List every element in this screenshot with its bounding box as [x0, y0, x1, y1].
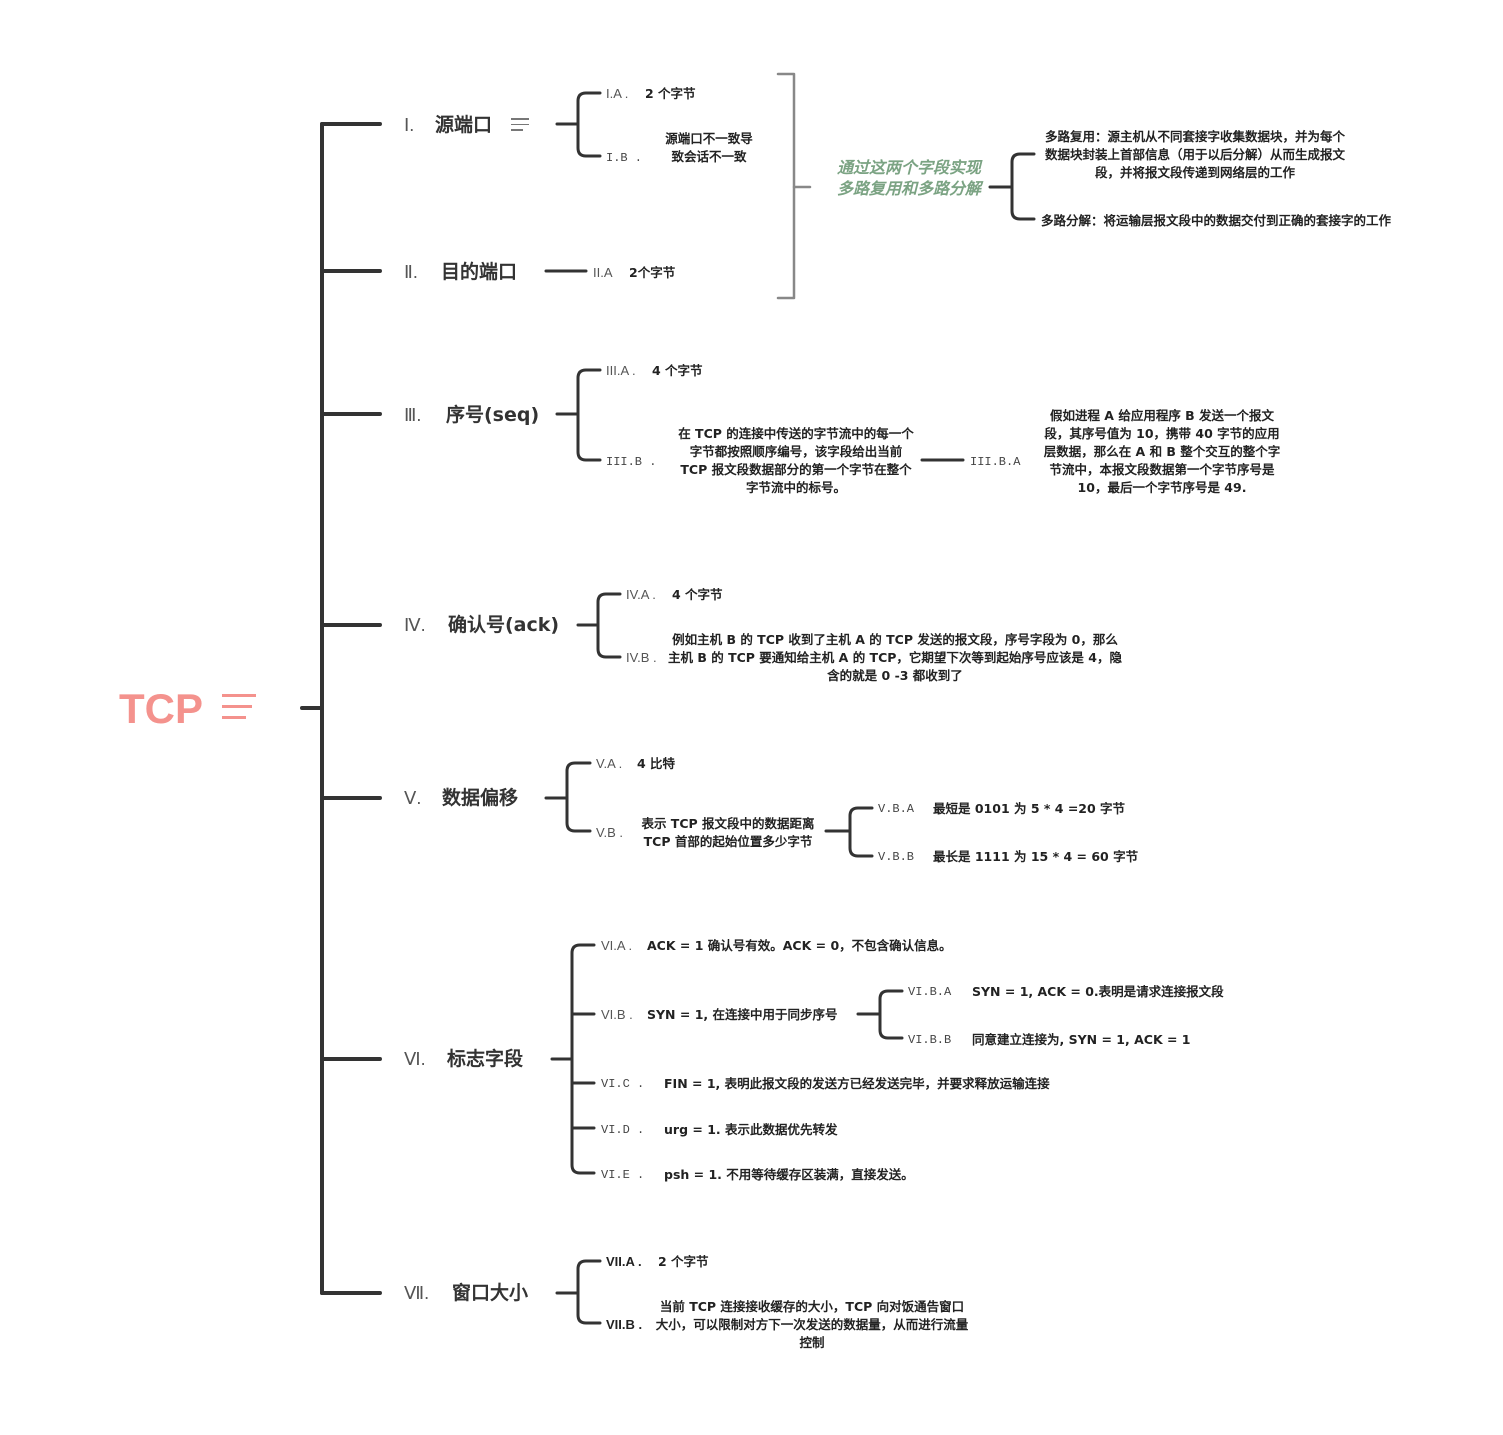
summary-bracket — [1010, 152, 1036, 221]
section-4-title[interactable]: 确认号(ack) — [448, 614, 560, 636]
item-7a-label: VII.A . — [606, 1254, 642, 1269]
summary-child-1[interactable]: 多路复用：源主机从不同套接字收集数据块，并为每个数据块封装上首部信息（用于以后分… — [1044, 129, 1345, 180]
item-1b-label: I.B . — [606, 151, 643, 165]
item-6c-label: VI.C . — [601, 1077, 645, 1091]
section-7-number: Ⅶ. — [404, 1283, 430, 1303]
item-6e-text[interactable]: psh = 1. 不用等待缓存区装满，直接发送。 — [664, 1167, 914, 1182]
item-5a-label: V.A . — [596, 756, 623, 771]
item-6bb-text[interactable]: 同意建立连接为, SYN = 1, ACK = 1 — [972, 1032, 1191, 1047]
item-7b-text[interactable]: 当前 TCP 连接接收缓存的大小，TCP 向对饭通告窗口大小，可以限制对方下一次… — [655, 1299, 969, 1350]
item-5a-text[interactable]: 4 比特 — [637, 756, 676, 771]
group-bracket — [776, 72, 796, 300]
section-3-number: Ⅲ. — [404, 405, 422, 425]
item-5bb-label: V.B.B — [878, 850, 915, 864]
section-5-bracket — [565, 761, 592, 833]
item-5ba-label: V.B.A — [878, 802, 915, 816]
summary-child-2[interactable]: 多路分解：将运输层报文段中的数据交付到正确的套接字的工作 — [1041, 213, 1392, 228]
section-5b-bracket — [848, 806, 874, 858]
item-6b-label: VI.B . — [601, 1007, 633, 1022]
section-6-number: Ⅵ. — [404, 1049, 426, 1069]
item-6e-label: VI.E . — [601, 1168, 645, 1182]
item-5b-label: V.B . — [596, 825, 623, 840]
item-5bb-text[interactable]: 最长是 1111 为 15 * 4 = 60 字节 — [933, 849, 1139, 864]
item-6ba-text[interactable]: SYN = 1, ACK = 0.表明是请求连接报文段 — [972, 984, 1224, 999]
section-1-title[interactable]: 源端口 — [435, 114, 493, 136]
section-6b-bracket — [878, 989, 904, 1040]
item-6a-label: VI.A . — [601, 938, 633, 953]
item-3a-label: III.A . — [606, 363, 636, 378]
item-1a-label: I.A . — [606, 86, 629, 101]
item-3ba-text[interactable]: 假如进程 A 给应用程序 B 发送一个报文段，其序号值为 10，携带 40 字节… — [1043, 408, 1281, 495]
root-notes-icon[interactable] — [222, 694, 256, 724]
section-6-title[interactable]: 标志字段 — [447, 1048, 524, 1070]
item-3a-text[interactable]: 4 个字节 — [652, 363, 703, 378]
item-7a-text[interactable]: 2 个字节 — [658, 1254, 709, 1269]
item-6d-label: VI.D . — [601, 1123, 645, 1137]
item-6a-text[interactable]: ACK = 1 确认号有效。ACK = 0，不包含确认信息。 — [647, 938, 952, 953]
item-1a-text[interactable]: 2 个字节 — [645, 86, 696, 101]
item-5ba-text[interactable]: 最短是 0101 为 5 * 4 =20 字节 — [933, 801, 1126, 816]
item-2a-text[interactable]: 2个字节 — [629, 265, 676, 280]
item-7b-label: VII.B . — [606, 1317, 643, 1332]
section-6-bracket — [570, 943, 596, 1175]
section-4-number: Ⅳ. — [404, 615, 426, 635]
item-4a-text[interactable]: 4 个字节 — [672, 587, 723, 602]
item-5b-text[interactable]: 表示 TCP 报文段中的数据距离 TCP 首部的起始位置多少字节 — [641, 816, 815, 849]
item-4b-label: IV.B . — [626, 650, 657, 665]
item-4b-text[interactable]: 例如主机 B 的 TCP 收到了主机 A 的 TCP 发送的报文段，序号字段为 … — [668, 632, 1122, 683]
item-6d-text[interactable]: urg = 1. 表示此数据优先转发 — [664, 1122, 838, 1137]
section-7-title[interactable]: 窗口大小 — [452, 1282, 529, 1304]
item-6c-text[interactable]: FIN = 1, 表明此报文段的发送方已经发送完毕，并要求释放运输连接 — [664, 1076, 1050, 1091]
item-3ba-label: III.B.A — [970, 455, 1021, 469]
section-5-number: Ⅴ. — [404, 788, 422, 808]
section-1-number: Ⅰ. — [404, 115, 415, 135]
section-2-number: Ⅱ. — [404, 262, 418, 282]
item-6bb-label: VI.B.B — [908, 1033, 952, 1047]
item-3b-label: III.B . — [606, 455, 657, 469]
section-1-bracket — [576, 91, 602, 158]
section-3-bracket — [576, 368, 602, 462]
section-3-title[interactable]: 序号(seq) — [446, 404, 540, 426]
section-1-notes-icon[interactable] — [511, 118, 529, 136]
section-4-bracket — [596, 592, 622, 659]
item-4a-label: IV.A . — [626, 587, 656, 602]
section-2-title[interactable]: 目的端口 — [441, 261, 518, 283]
root-topic[interactable]: TCP — [119, 685, 203, 732]
item-3b-text[interactable]: 在 TCP 的连接中传送的字节流中的每一个字节都按照顺序编号，该字段给出当前 T… — [678, 426, 914, 495]
summary-note[interactable]: 通过这两个字段实现多路复用和多路分解 — [836, 158, 981, 198]
item-6b-text[interactable]: SYN = 1, 在连接中用于同步序号 — [647, 1007, 838, 1022]
item-2a-label: II.A — [593, 265, 613, 280]
item-1b-text[interactable]: 源端口不一致导致会话不一致 — [665, 131, 753, 164]
section-7-bracket — [576, 1259, 602, 1325]
section-5-title[interactable]: 数据偏移 — [442, 787, 519, 809]
item-6ba-label: VI.B.A — [908, 985, 952, 999]
